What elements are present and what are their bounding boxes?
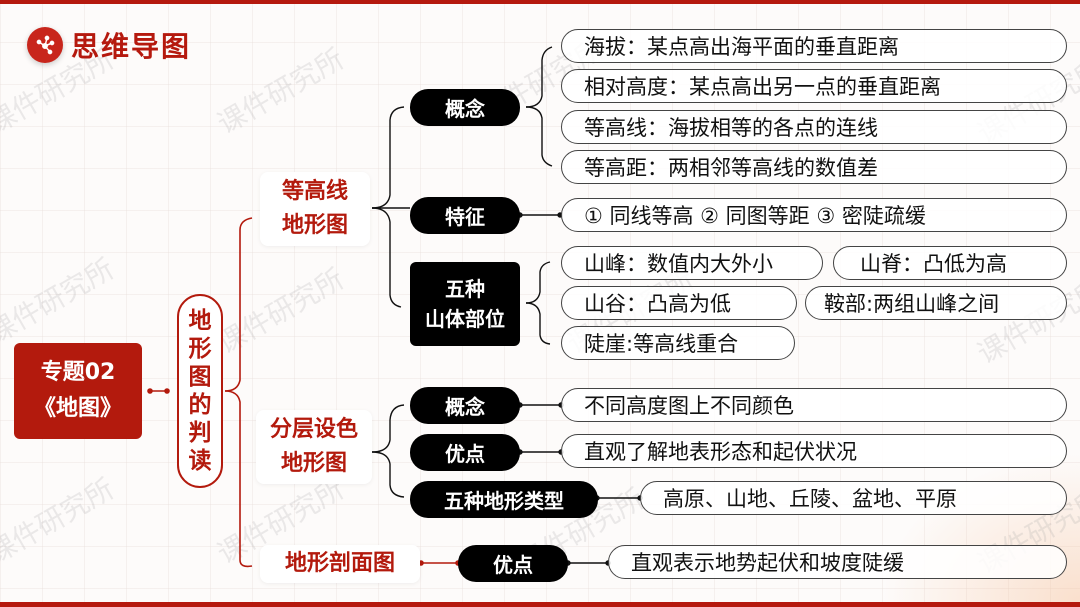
topic-char: 地 <box>188 308 212 334</box>
leaf-contour-interval[interactable]: 等高距：两相邻等高线的数值差 <box>561 150 1067 184</box>
branch-layered-color-map[interactable]: 分层设色 地形图 <box>256 410 372 484</box>
root-node[interactable]: 专题02 《地图》 <box>14 343 142 439</box>
branch-layered-line2: 地形图 <box>280 451 347 476</box>
leaf-contour-line[interactable]: 等高线：海拔相等的各点的连线 <box>561 110 1067 144</box>
topic-char: 的 <box>188 392 212 418</box>
leaf-cliff[interactable]: 陡崖:等高线重合 <box>561 326 795 360</box>
leaf-profile-advantage[interactable]: 直观表示地势起伏和坡度陡缓 <box>608 545 1067 579</box>
watermark: 课件研究所 <box>971 272 1080 371</box>
contour-parts-line1: 五种 <box>445 277 485 301</box>
watermark: 课件研究所 <box>0 252 120 351</box>
top-accent-bar <box>0 0 1080 4</box>
branch-contour-map[interactable]: 等高线 地形图 <box>260 172 370 246</box>
topic-char: 形 <box>188 336 212 362</box>
leaf-relative-height[interactable]: 相对高度：某点高出另一点的垂直距离 <box>561 69 1067 103</box>
watermark: 课件研究所 <box>211 262 350 361</box>
layered-concept-node[interactable]: 概念 <box>410 387 520 424</box>
watermark: 课件研究所 <box>211 42 350 141</box>
contour-concept-node[interactable]: 概念 <box>410 89 520 126</box>
leaf-layered-concept[interactable]: 不同高度图上不同颜色 <box>561 388 1067 422</box>
leaf-valley[interactable]: 山谷：凸高为低 <box>561 286 797 320</box>
leaf-ridge[interactable]: 山脊：凸低为高 <box>833 246 1067 280</box>
branch-contour-line1: 等高线 <box>281 179 348 204</box>
branch-layered-line1: 分层设色 <box>269 417 358 442</box>
profile-advantage-node[interactable]: 优点 <box>458 545 568 582</box>
leaf-layered-advantage[interactable]: 直观了解地表形态和起伏状况 <box>561 434 1067 468</box>
root-line1: 专题02 <box>40 360 116 385</box>
mind-map-icon <box>27 27 63 63</box>
layered-advantage-node[interactable]: 优点 <box>410 434 520 471</box>
corner-glow <box>880 452 1080 602</box>
root-line2: 《地图》 <box>33 396 122 421</box>
branch-profile-label: 地形剖面图 <box>284 551 395 576</box>
leaf-landform-types[interactable]: 高原、山地、丘陵、盆地、平原 <box>640 481 1067 515</box>
contour-parts-node[interactable]: 五种 山体部位 <box>410 262 520 346</box>
contour-parts-line2: 山体部位 <box>425 307 505 331</box>
topic-char: 读 <box>188 448 212 474</box>
leaf-features[interactable]: ① 同线等高 ② 同图等距 ③ 密陡疏缓 <box>561 198 1067 232</box>
branch-profile-map[interactable]: 地形剖面图 <box>260 545 420 583</box>
topic-char: 判 <box>188 420 212 446</box>
leaf-saddle[interactable]: 鞍部:两组山峰之间 <box>805 286 1067 320</box>
watermark: 课件研究所 <box>0 472 120 571</box>
branch-contour-line2: 地形图 <box>281 213 348 238</box>
topic-char: 图 <box>188 364 212 390</box>
leaf-altitude[interactable]: 海拔：某点高出海平面的垂直距离 <box>561 29 1067 63</box>
bottom-accent-bar <box>0 602 1080 607</box>
page-title: 思维导图 <box>71 30 192 63</box>
leaf-peak[interactable]: 山峰：数值内大外小 <box>561 246 823 280</box>
layered-types-node[interactable]: 五种地形类型 <box>410 481 598 518</box>
header: 思维导图 <box>27 25 191 65</box>
topic-node[interactable]: 地 形 图 的 判 读 <box>177 294 223 488</box>
contour-features-node[interactable]: 特征 <box>410 197 520 234</box>
